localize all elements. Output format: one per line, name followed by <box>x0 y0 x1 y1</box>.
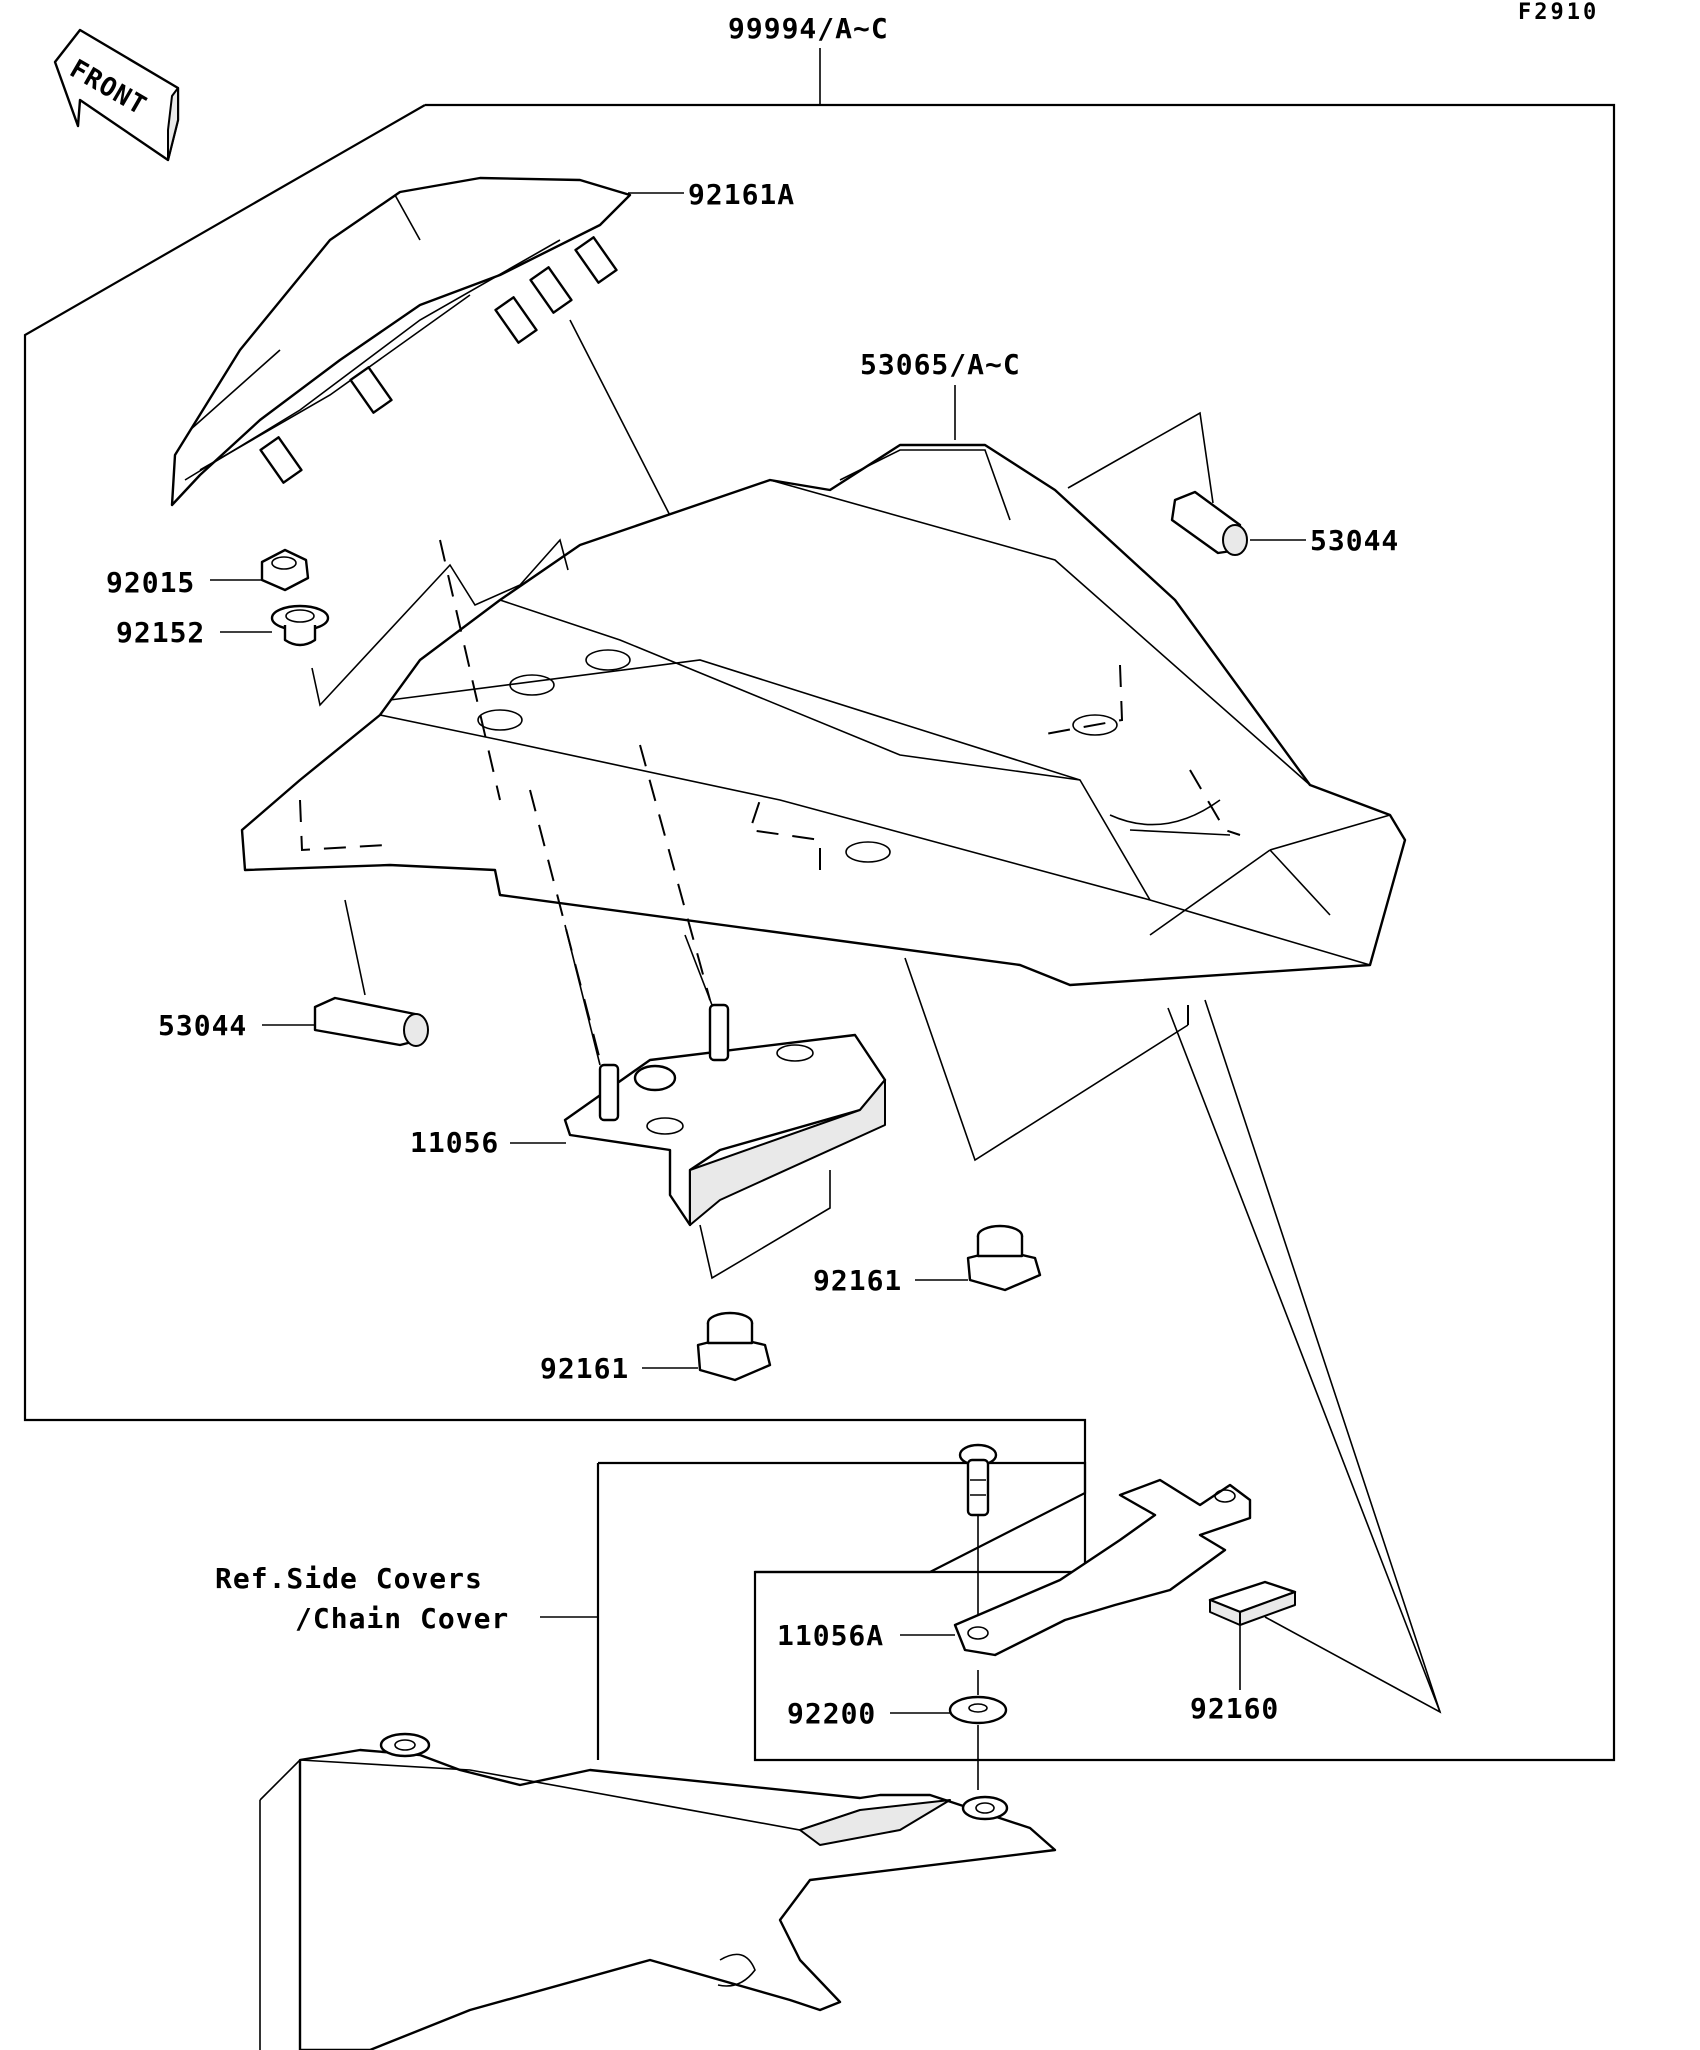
seat-pad-part <box>170 176 632 507</box>
part-label-collar: 92152 <box>116 616 205 649</box>
clip-left-part <box>313 996 429 1047</box>
part-label-bracket-lower: 11056A <box>777 1619 884 1652</box>
part-label-clip-right: 53044 <box>1310 524 1399 557</box>
part-label-washer: 92200 <box>787 1697 876 1730</box>
part-label-nut: 92015 <box>106 566 195 599</box>
collar-part <box>270 604 330 647</box>
damper-right-part <box>966 1224 1042 1292</box>
reference-boundary <box>598 1461 1087 1574</box>
pad-small-part <box>1208 1580 1297 1626</box>
clip-right-part <box>1170 490 1248 556</box>
reference-label-line1: Ref.Side Covers <box>215 1562 483 1595</box>
side-cover-part <box>259 1732 1057 2050</box>
assembly-label: 99994/A~C <box>728 12 889 45</box>
part-label-damper-right: 92161 <box>813 1264 902 1297</box>
washer-part <box>948 1695 1008 1725</box>
nut-part <box>260 548 310 592</box>
bracket-lower-part <box>953 1478 1252 1657</box>
front-arrow-icon: FRONT <box>53 28 180 162</box>
bracket-part <box>563 1003 887 1227</box>
part-label-bracket: 11056 <box>410 1126 499 1159</box>
seat-cover-part <box>240 443 1407 987</box>
bolt-part <box>958 1443 998 1517</box>
part-label-pad-small: 92160 <box>1190 1692 1279 1725</box>
part-label-seat-pad: 92161A <box>688 178 795 211</box>
part-label-seat-cover: 53065/A~C <box>860 348 1021 381</box>
part-label-damper-lower: 92161 <box>540 1352 629 1385</box>
reference-label-line2: /Chain Cover <box>295 1602 509 1635</box>
diagram-code: F2910 <box>1518 0 1599 25</box>
damper-lower-part <box>696 1311 772 1382</box>
part-label-clip-left: 53044 <box>158 1009 247 1042</box>
